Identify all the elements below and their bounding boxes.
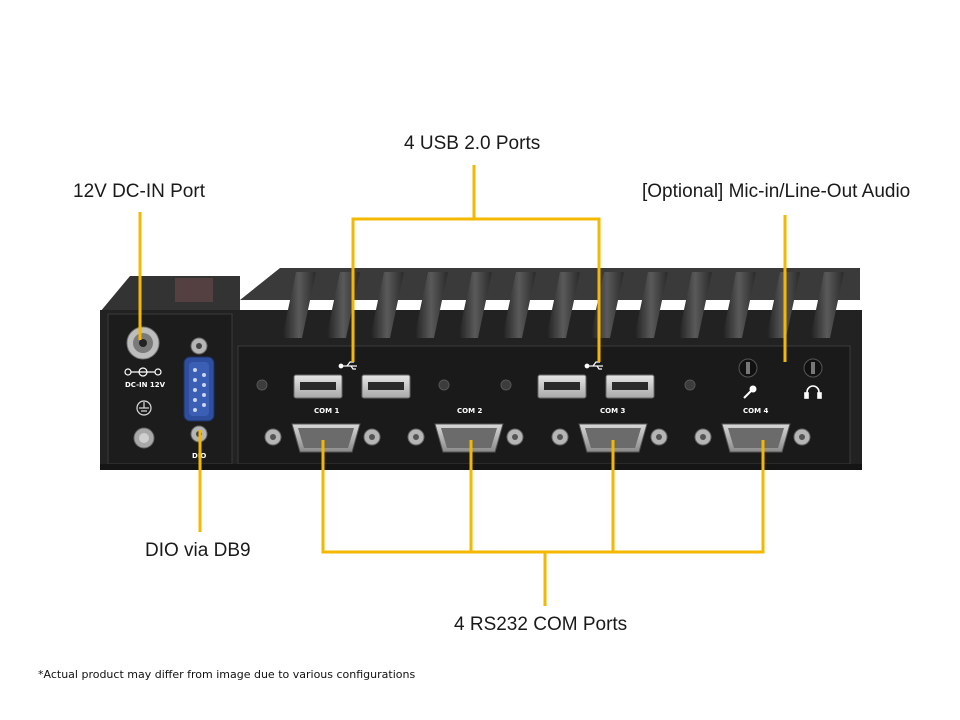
leader-lines <box>138 165 787 606</box>
com-port-2 <box>407 423 524 453</box>
com3-label: COM 3 <box>600 407 625 415</box>
com-leader-bracket <box>321 440 765 554</box>
usb-leader-bracket <box>351 217 601 362</box>
usb-ports <box>293 374 655 399</box>
usb-callout: 4 USB 2.0 Ports <box>404 133 541 154</box>
panel-screws <box>256 379 696 391</box>
dc-symbol-icon <box>124 367 162 377</box>
dc-in-jack <box>126 326 160 360</box>
com-callout: 4 RS232 COM Ports <box>454 614 628 635</box>
dio-callout: DIO via DB9 <box>145 540 251 561</box>
dc-in-label: DC-IN 12V <box>125 381 166 389</box>
com-port-1 <box>264 423 381 453</box>
ground-icon <box>136 400 152 416</box>
com-port-4 <box>694 423 811 453</box>
com4-label: COM 4 <box>743 407 768 415</box>
microphone-icon <box>743 385 757 399</box>
ground-screw-icon <box>133 427 155 449</box>
com-port-3 <box>551 423 668 453</box>
dc-in-callout: 12V DC-IN Port <box>73 181 205 202</box>
audio-jacks <box>738 358 823 378</box>
footnote: *Actual product may differ from image du… <box>38 668 416 681</box>
headphones-icon <box>804 385 822 399</box>
dio-db9-connector <box>183 337 215 443</box>
audio-callout: [Optional] Mic-in/Line-Out Audio <box>642 181 911 202</box>
com1-label: COM 1 <box>314 407 339 415</box>
com2-label: COM 2 <box>457 407 482 415</box>
